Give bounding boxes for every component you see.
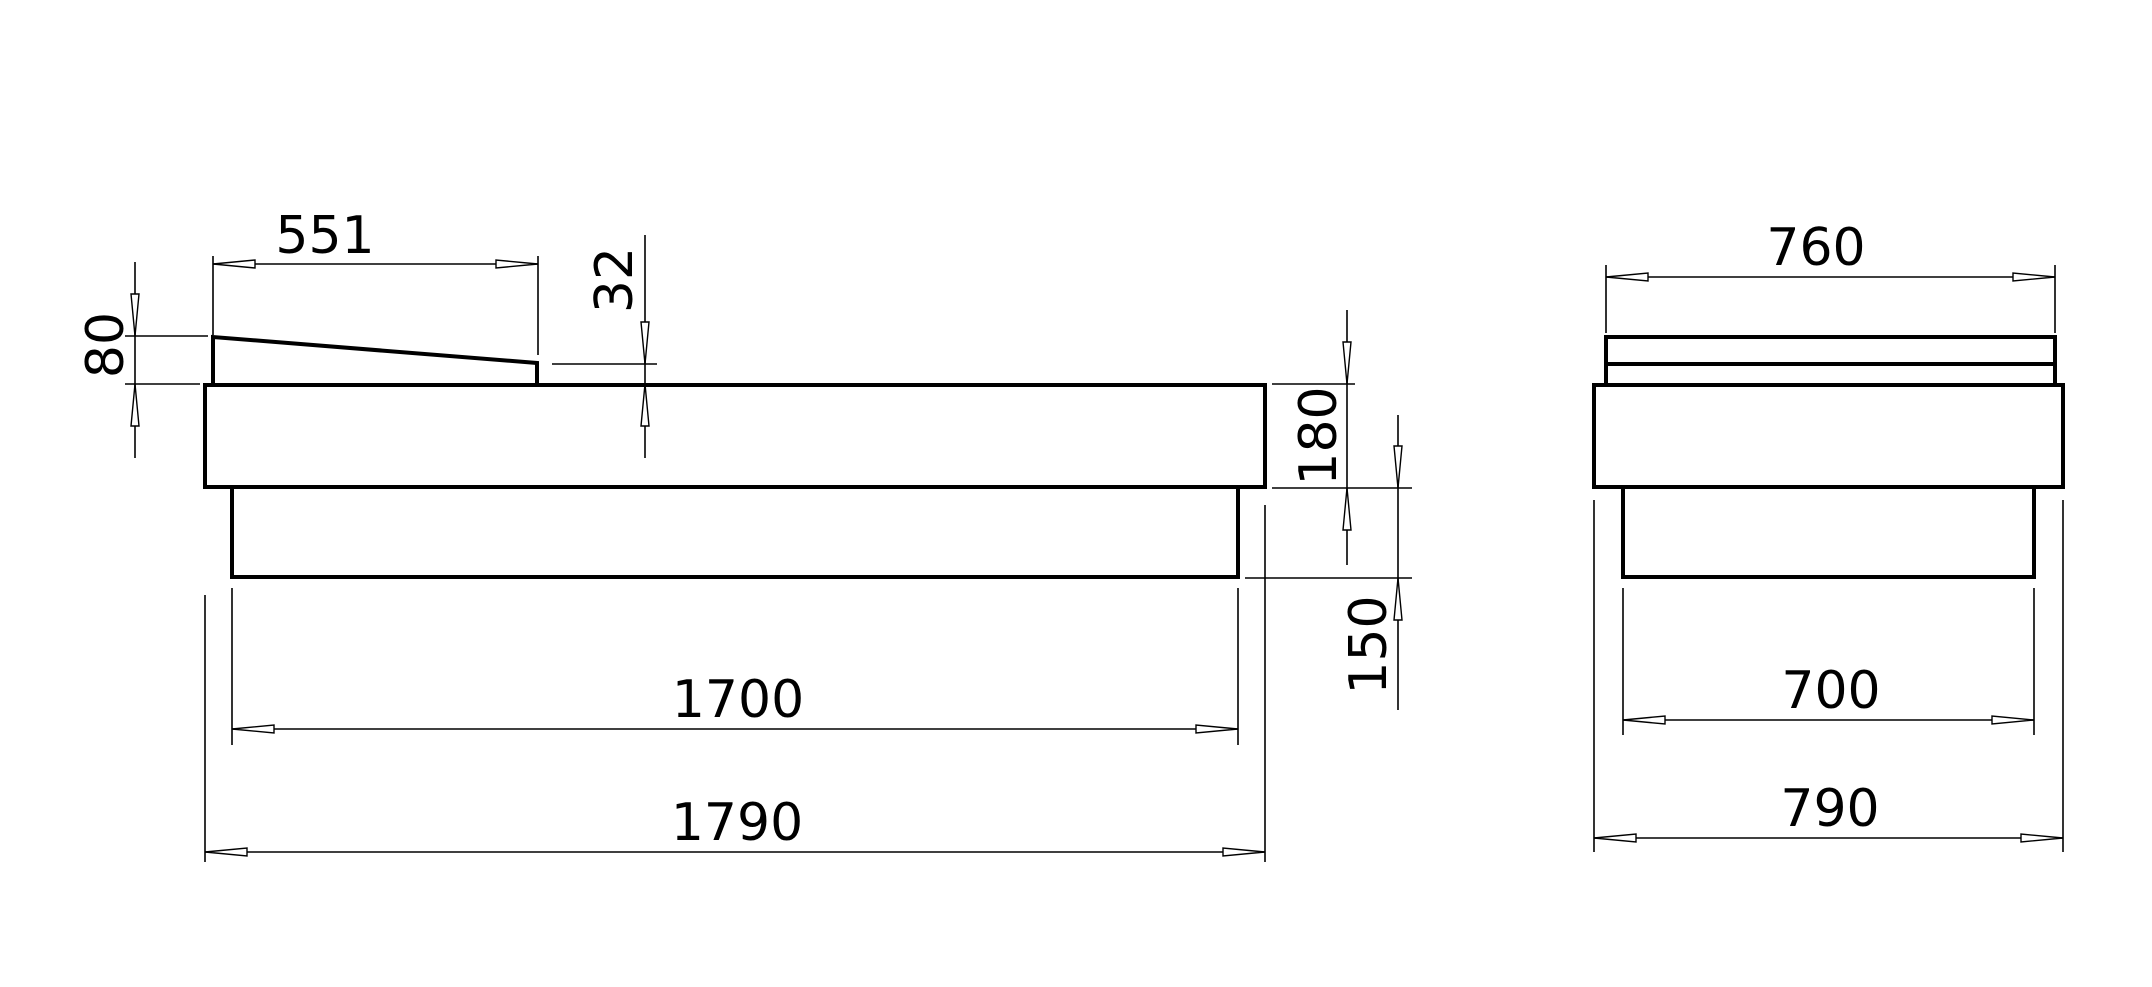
dim-arrow <box>1393 577 1403 621</box>
dim-text-760: 760 <box>1766 218 1865 278</box>
dim-text-80: 80 <box>76 312 136 378</box>
dim-arrow <box>130 383 140 427</box>
dim-arrow <box>212 259 256 269</box>
dim-text-1790: 1790 <box>671 793 803 853</box>
dim-arrow <box>1342 341 1352 385</box>
dim-arrow <box>2012 272 2056 282</box>
dim-arrow <box>640 321 650 365</box>
headrest-wedge <box>211 334 539 385</box>
dim-arrow <box>130 293 140 337</box>
dim-arrow <box>231 724 275 734</box>
dim-text-790: 790 <box>1780 779 1879 839</box>
dim-arrow <box>1991 715 2035 725</box>
dim-arrow <box>495 259 539 269</box>
dim-text-32: 32 <box>585 247 645 313</box>
dim-arrow <box>1342 487 1352 531</box>
dim-text-150: 150 <box>1339 595 1399 694</box>
dim-arrow <box>2020 833 2064 843</box>
base-end <box>1621 485 2036 579</box>
dim-text-1700: 1700 <box>672 670 804 730</box>
dim-arrow <box>1222 847 1266 857</box>
dim-text-551: 551 <box>275 206 374 266</box>
mattress-end <box>1592 383 2065 489</box>
dim-arrow <box>1195 724 1239 734</box>
top-pad <box>1604 335 2057 387</box>
dim-arrow <box>1622 715 1666 725</box>
base-body <box>230 485 1240 579</box>
dim-arrow <box>1605 272 1649 282</box>
dim-arrow <box>1593 833 1637 843</box>
dim-arrow <box>1393 445 1403 489</box>
dim-text-700: 700 <box>1781 661 1880 721</box>
mattress-body <box>203 383 1267 489</box>
dim-text-180: 180 <box>1289 386 1349 485</box>
dim-arrow <box>640 383 650 427</box>
side-view: 551 80 32 180 150 1700 1790 <box>76 206 1412 862</box>
end-view: 760 700 790 <box>1592 218 2065 852</box>
dim-arrow <box>204 847 248 857</box>
